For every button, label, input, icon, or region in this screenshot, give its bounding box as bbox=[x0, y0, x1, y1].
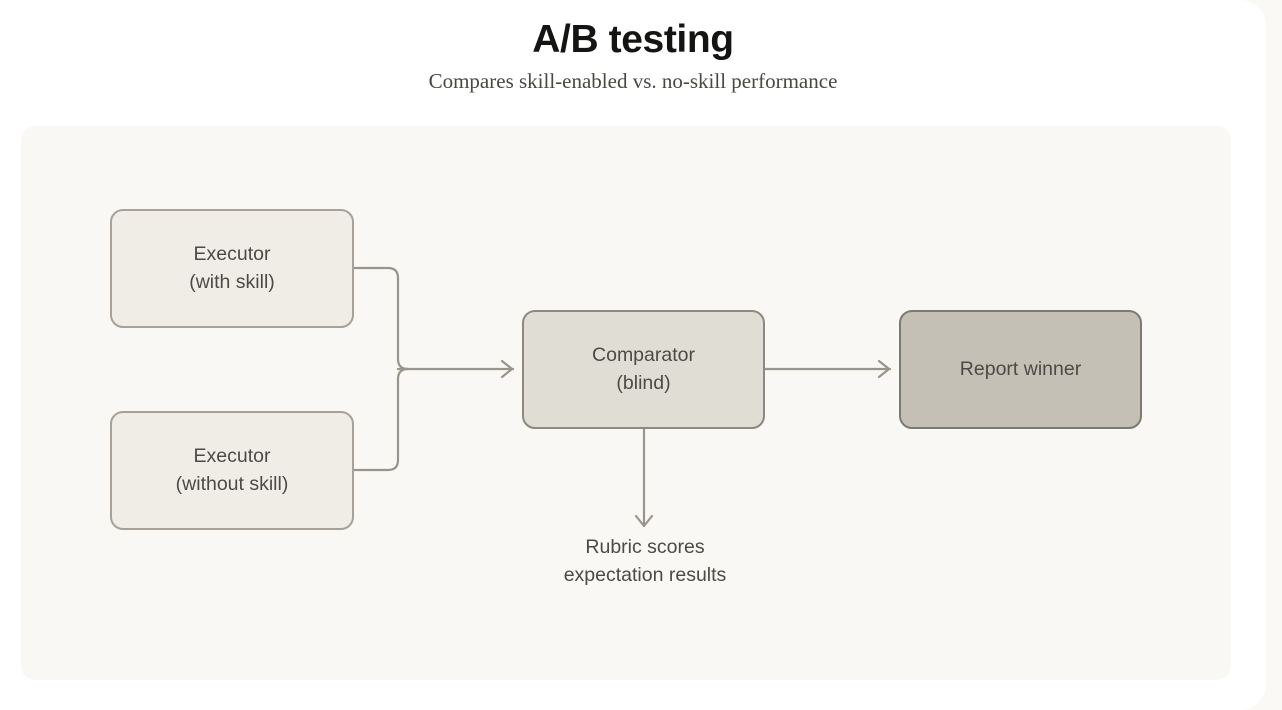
header: A/B testing Compares skill-enabled vs. n… bbox=[0, 0, 1266, 94]
node-executor-with-skill[interactable]: Executor (with skill) bbox=[110, 209, 354, 328]
arrowhead-to-caption bbox=[634, 514, 654, 528]
arrowhead-to-comparator bbox=[500, 359, 514, 379]
node-comparator-blind[interactable]: Comparator (blind) bbox=[522, 310, 765, 429]
edge-caption-rubric-scores: Rubric scores expectation results bbox=[563, 536, 727, 586]
edge-exec-without-to-comparator bbox=[352, 367, 410, 472]
page-subtitle: Compares skill-enabled vs. no-skill perf… bbox=[428, 68, 838, 93]
arrowhead-to-report bbox=[877, 359, 891, 379]
edge-exec-with-to-comparator bbox=[352, 266, 410, 371]
page-title: A/B testing bbox=[532, 18, 734, 61]
node-report-winner[interactable]: Report winner bbox=[899, 310, 1142, 429]
diagram-stage: Executor (with skill) Executor (without … bbox=[21, 126, 1231, 680]
node-executor-without-skill[interactable]: Executor (without skill) bbox=[110, 411, 354, 530]
diagram-card: Executor (with skill) Executor (without … bbox=[21, 126, 1231, 680]
